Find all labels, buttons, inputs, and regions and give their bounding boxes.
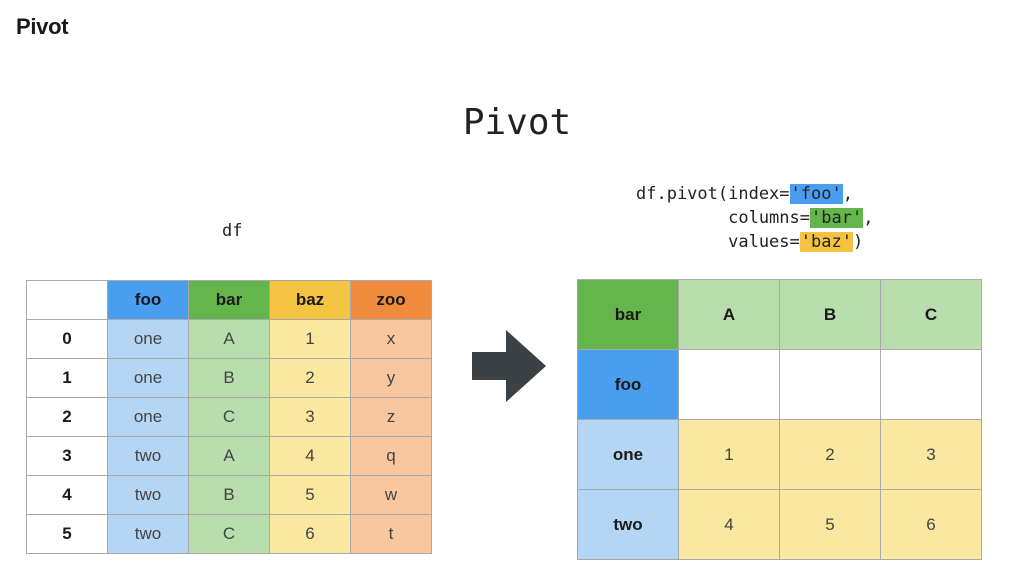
result-row-index: two <box>577 489 679 560</box>
result-cell: 6 <box>880 489 982 560</box>
result-cell: 4 <box>678 489 780 560</box>
source-row-index: 3 <box>26 436 108 476</box>
source-cell-zoo: x <box>350 319 432 359</box>
source-cell-zoo: y <box>350 358 432 398</box>
source-row: 2 one C 3 z <box>26 397 432 437</box>
source-cell-foo: two <box>107 436 189 476</box>
code-text: , <box>842 184 853 204</box>
page-heading: Pivot <box>16 14 69 39</box>
source-cell-bar: A <box>188 436 270 476</box>
code-text: df.pivot(index= <box>636 184 790 204</box>
code-text: , <box>863 208 874 228</box>
columns-arg-highlight: 'bar' <box>810 208 864 228</box>
code-line-2: columns='bar', <box>636 206 873 230</box>
result-index-name: foo <box>577 349 679 420</box>
source-row: 3 two A 4 q <box>26 436 432 476</box>
source-cell-bar: C <box>188 397 270 437</box>
code-text: columns= <box>636 208 810 228</box>
result-empty-cell <box>880 349 982 420</box>
source-cell-bar: B <box>188 475 270 515</box>
source-cell-baz: 3 <box>269 397 351 437</box>
source-cell-foo: one <box>107 397 189 437</box>
result-header-A: A <box>678 279 780 350</box>
source-header-foo: foo <box>107 280 189 320</box>
result-header-B: B <box>779 279 881 350</box>
source-row-index: 1 <box>26 358 108 398</box>
result-index-name-row: foo <box>577 349 982 420</box>
source-cell-foo: one <box>107 319 189 359</box>
source-cell-foo: two <box>107 475 189 515</box>
code-text: ) <box>852 232 864 252</box>
source-cell-baz: 1 <box>269 319 351 359</box>
source-row: 5 two C 6 t <box>26 514 432 554</box>
result-row-index: one <box>577 419 679 490</box>
source-cell-baz: 6 <box>269 514 351 554</box>
result-empty-cell <box>779 349 881 420</box>
index-arg-highlight: 'foo' <box>789 184 843 204</box>
source-cell-zoo: w <box>350 475 432 515</box>
source-row-index: 2 <box>26 397 108 437</box>
source-cell-baz: 5 <box>269 475 351 515</box>
source-row: 0 one A 1 x <box>26 319 432 359</box>
source-corner-cell <box>26 280 108 320</box>
source-header-zoo: zoo <box>350 280 432 320</box>
code-line-1: df.pivot(index='foo', <box>636 182 873 206</box>
result-cell: 1 <box>678 419 780 490</box>
source-row-index: 5 <box>26 514 108 554</box>
result-columns-name: bar <box>577 279 679 350</box>
source-row: 4 two B 5 w <box>26 475 432 515</box>
result-cell: 5 <box>779 489 881 560</box>
result-header-row: bar A B C <box>577 279 982 350</box>
diagram-title: Pivot <box>462 102 572 143</box>
result-cell: 3 <box>880 419 982 490</box>
code-line-3: values='baz') <box>636 230 873 254</box>
source-table: foo bar baz zoo 0 one A 1 x 1 one B 2 y … <box>26 280 432 554</box>
source-header-bar: bar <box>188 280 270 320</box>
source-cell-baz: 4 <box>269 436 351 476</box>
source-cell-zoo: q <box>350 436 432 476</box>
source-table-label: df <box>222 221 243 241</box>
source-cell-bar: B <box>188 358 270 398</box>
source-row-index: 0 <box>26 319 108 359</box>
code-text: values= <box>636 232 800 252</box>
result-empty-cell <box>678 349 780 420</box>
values-arg-highlight: 'baz' <box>799 232 853 252</box>
source-row-index: 4 <box>26 475 108 515</box>
result-cell: 2 <box>779 419 881 490</box>
source-cell-zoo: z <box>350 397 432 437</box>
source-header-row: foo bar baz zoo <box>26 280 432 320</box>
source-cell-foo: two <box>107 514 189 554</box>
source-cell-foo: one <box>107 358 189 398</box>
source-cell-zoo: t <box>350 514 432 554</box>
source-header-baz: baz <box>269 280 351 320</box>
right-arrow-icon <box>472 330 546 407</box>
source-cell-bar: A <box>188 319 270 359</box>
result-row: two 4 5 6 <box>577 489 982 560</box>
result-table: bar A B C foo one 1 2 3 two 4 5 6 <box>577 279 982 560</box>
result-row: one 1 2 3 <box>577 419 982 490</box>
result-header-C: C <box>880 279 982 350</box>
source-row: 1 one B 2 y <box>26 358 432 398</box>
source-cell-bar: C <box>188 514 270 554</box>
source-cell-baz: 2 <box>269 358 351 398</box>
pivot-code: df.pivot(index='foo', columns='bar', val… <box>636 182 873 254</box>
